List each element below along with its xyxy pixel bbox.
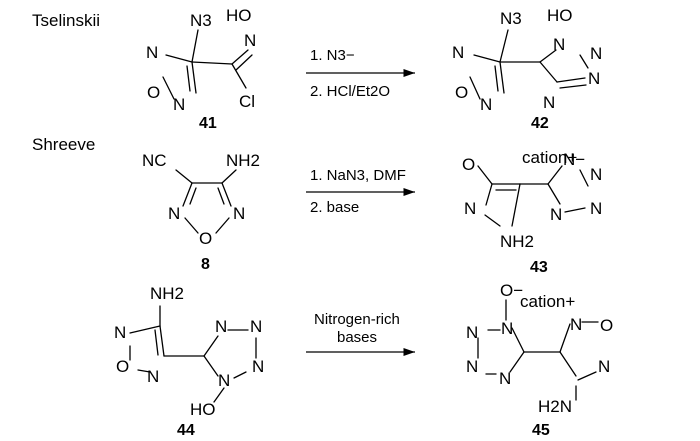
atom-nh2: NH2 bbox=[226, 151, 260, 170]
atom-n: N bbox=[499, 369, 511, 388]
atom-n: N bbox=[501, 319, 513, 338]
condition-text: 1. N3− bbox=[310, 47, 355, 64]
reaction-arrow-2: 1. NaN3, DMF 2. base bbox=[306, 167, 415, 216]
atom-o: O bbox=[600, 316, 613, 335]
atom-n3: N3 bbox=[190, 11, 212, 30]
compound-number-42: 42 bbox=[531, 115, 549, 132]
atom-cl: Cl bbox=[239, 92, 255, 111]
atom-n: N bbox=[590, 165, 602, 184]
atom-n: N bbox=[114, 323, 126, 342]
compound-number-41: 41 bbox=[199, 115, 217, 132]
condition-text: bases bbox=[337, 329, 377, 346]
compound-43: O N NH2 cation+ N− N N N 43 bbox=[462, 148, 602, 276]
author-label-tselinskii: Tselinskii bbox=[32, 11, 100, 30]
atom-n: N bbox=[218, 371, 230, 390]
atom-cation: cation+ bbox=[520, 292, 575, 311]
atom-n: N bbox=[543, 93, 555, 112]
compound-44: NH2 N O N N N N N HO 44 bbox=[114, 284, 264, 439]
atom-n3: N3 bbox=[500, 9, 522, 28]
compound-number-44: 44 bbox=[177, 422, 195, 439]
atom-n: N bbox=[250, 317, 262, 336]
atom-nh2: NH2 bbox=[500, 232, 534, 251]
atom-cation: cation+ bbox=[522, 148, 577, 167]
atom-ho: HO bbox=[226, 6, 252, 25]
atom-n: N bbox=[590, 199, 602, 218]
atom-n: N bbox=[168, 204, 180, 223]
atom-n: N bbox=[233, 204, 245, 223]
atom-nc: NC bbox=[142, 151, 167, 170]
condition-text: 1. NaN3, DMF bbox=[310, 167, 406, 184]
condition-text: Nitrogen-rich bbox=[314, 311, 400, 328]
atom-n: N bbox=[215, 317, 227, 336]
atom-n: N bbox=[480, 95, 492, 114]
atom-nh2: NH2 bbox=[150, 284, 184, 303]
compound-number-45: 45 bbox=[532, 422, 550, 439]
compound-41: N3 HO N N O N Cl 41 bbox=[146, 6, 256, 132]
atom-o: O bbox=[455, 83, 468, 102]
compound-42: N3 HO N N N N N O N 42 bbox=[452, 6, 602, 132]
atom-n: N bbox=[553, 35, 565, 54]
atom-ho: HO bbox=[547, 6, 573, 25]
atom-n: N bbox=[466, 357, 478, 376]
atom-n: N bbox=[598, 357, 610, 376]
condition-text: 2. HCl/Et2O bbox=[310, 83, 390, 100]
atom-n: N bbox=[590, 44, 602, 63]
atom-n: N bbox=[146, 43, 158, 62]
atom-o: O bbox=[116, 357, 129, 376]
atom-n: N bbox=[588, 69, 600, 88]
atom-n: N bbox=[252, 357, 264, 376]
atom-n: N bbox=[452, 43, 464, 62]
atom-o-minus: O− bbox=[500, 281, 523, 300]
compound-number-43: 43 bbox=[530, 259, 548, 276]
atom-n: N bbox=[244, 31, 256, 50]
compound-45: O− cation+ N N N N N O N H2N 45 bbox=[466, 281, 613, 439]
atom-n: N bbox=[466, 323, 478, 342]
atom-ho: HO bbox=[190, 400, 216, 419]
atom-n: N bbox=[173, 95, 185, 114]
compound-8: NC NH2 N N O 8 bbox=[142, 151, 260, 273]
reaction-arrow-3: Nitrogen-rich bases bbox=[306, 311, 415, 357]
atom-n: N bbox=[550, 205, 562, 224]
atom-n-minus: N− bbox=[563, 150, 585, 169]
compound-number-8: 8 bbox=[201, 256, 210, 273]
author-label-shreeve: Shreeve bbox=[32, 135, 95, 154]
reaction-arrow-1: 1. N3− 2. HCl/Et2O bbox=[306, 47, 415, 100]
atom-h2n: H2N bbox=[538, 397, 572, 416]
atom-o: O bbox=[147, 83, 160, 102]
atom-n: N bbox=[147, 367, 159, 386]
atom-n: N bbox=[570, 315, 582, 334]
atom-n: N bbox=[464, 199, 476, 218]
condition-text: 2. base bbox=[310, 199, 359, 216]
atom-o: O bbox=[462, 155, 475, 174]
atom-o: O bbox=[199, 229, 212, 248]
